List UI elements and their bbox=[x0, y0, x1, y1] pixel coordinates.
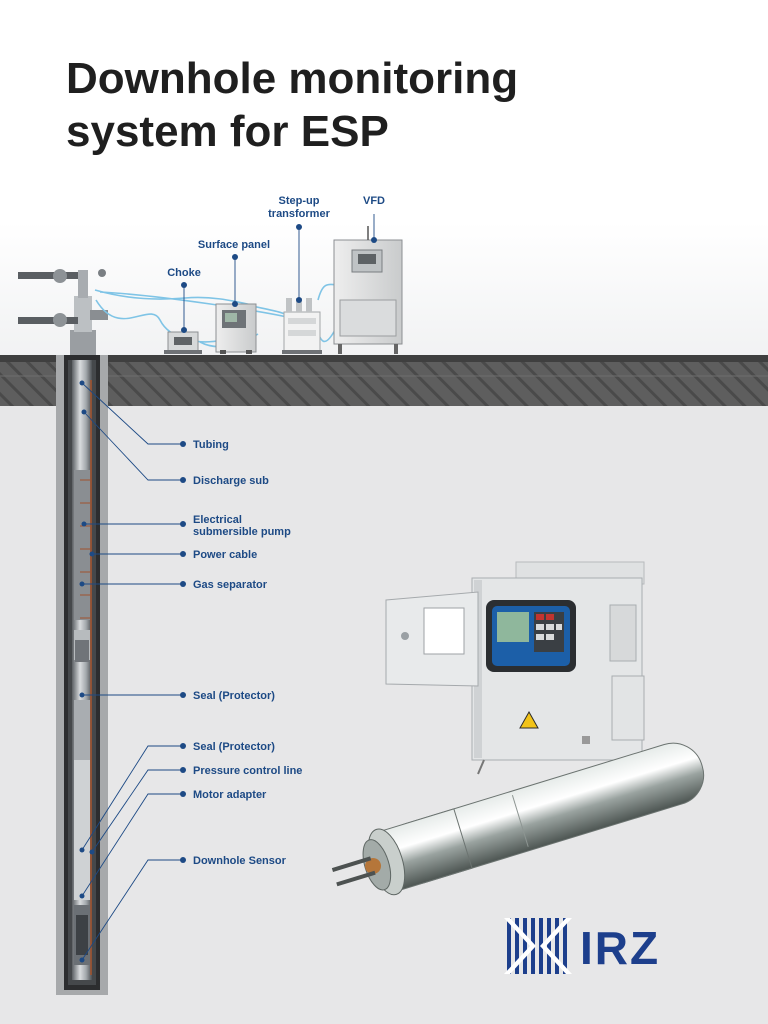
label-motor-adapter: Motor adapter bbox=[193, 789, 267, 801]
title-line-2: system for ESP bbox=[66, 107, 389, 156]
label-step-up-transformer-line1: Step-up bbox=[279, 195, 320, 207]
title-line-1: Downhole monitoring bbox=[66, 54, 519, 103]
label-gas-separator: Gas separator bbox=[193, 579, 268, 591]
esp-string bbox=[72, 360, 92, 980]
ground-layer bbox=[0, 355, 768, 406]
vfd-unit bbox=[333, 226, 403, 354]
wellhead bbox=[18, 269, 108, 355]
label-pressure-control-line: Pressure control line bbox=[193, 765, 302, 777]
irz-logo: IRZ bbox=[504, 918, 660, 974]
irz-logo-mark bbox=[504, 918, 572, 974]
label-step-up-transformer-line2: transformer bbox=[268, 208, 330, 220]
page-title: Downhole monitoring system for ESP bbox=[66, 52, 518, 158]
label-vfd: VFD bbox=[363, 195, 385, 207]
label-choke: Choke bbox=[167, 267, 201, 279]
step-up-transformer-unit bbox=[282, 298, 322, 354]
label-power-cable: Power cable bbox=[193, 549, 257, 561]
label-surface-panel: Surface panel bbox=[198, 239, 270, 251]
label-tubing: Tubing bbox=[193, 439, 229, 451]
label-seal-protector-1: Seal (Protector) bbox=[193, 690, 275, 702]
label-esp-line2: submersible pump bbox=[193, 526, 291, 538]
label-seal-protector-2: Seal (Protector) bbox=[193, 741, 275, 753]
control-cabinet-illustration bbox=[385, 561, 645, 775]
irz-logo-text: IRZ bbox=[580, 922, 660, 974]
surface-panel-unit bbox=[215, 303, 257, 354]
downhole-sensor-illustration bbox=[331, 742, 705, 896]
choke-unit bbox=[164, 331, 202, 354]
label-esp-line1: Electrical bbox=[193, 514, 242, 526]
label-downhole-sensor: Downhole Sensor bbox=[193, 855, 287, 867]
surface-leaders bbox=[181, 214, 377, 333]
downhole-leaders bbox=[79, 380, 186, 963]
label-discharge-sub: Discharge sub bbox=[193, 475, 269, 487]
